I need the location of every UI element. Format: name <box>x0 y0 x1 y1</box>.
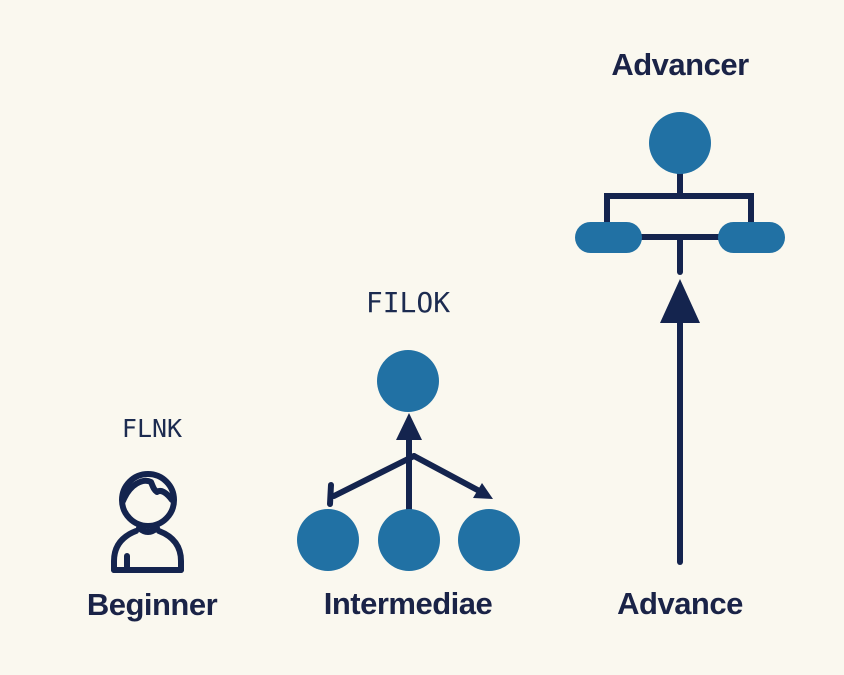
intermediate-child-node-right <box>458 509 520 571</box>
intermediate-parent-node <box>377 350 439 412</box>
beginner-caption: FLNK <box>121 414 183 443</box>
advance-title: Advancer <box>611 47 749 82</box>
person-hair <box>120 477 175 504</box>
bracket-line <box>604 193 754 228</box>
left-branch-tbar <box>327 482 334 507</box>
advance-pill-node-right <box>718 222 785 253</box>
up-arrowhead-large <box>660 279 700 323</box>
right-branch-arrowhead <box>473 483 493 499</box>
intermediate-tree-lines <box>327 429 488 515</box>
intermediate-tree <box>297 350 520 571</box>
up-arrowhead <box>396 413 422 440</box>
person-icon <box>111 471 184 573</box>
intermediate-child-node-left <box>297 509 359 571</box>
intermediate-caption: FILOK <box>365 286 451 319</box>
advance-label: Advance <box>617 586 743 621</box>
beginner-label: Beginner <box>86 587 218 622</box>
left-branch-line <box>331 453 417 499</box>
intermediate-child-node-center <box>378 509 440 571</box>
advance-tree-nodes <box>575 112 785 253</box>
intermediate-tree-nodes <box>297 350 520 571</box>
advance-pill-node-left <box>575 222 642 253</box>
intermediate-tree-arrowheads <box>396 413 493 499</box>
advance-tree <box>575 112 785 565</box>
person-icon-strokes <box>111 471 184 573</box>
advance-top-node <box>649 112 711 174</box>
intermediate-label: Intermediae <box>323 586 493 621</box>
person-shoulder-right <box>156 528 184 573</box>
person-collar <box>136 525 160 535</box>
person-shoulder-left <box>111 528 139 573</box>
right-branch-line <box>411 453 488 497</box>
